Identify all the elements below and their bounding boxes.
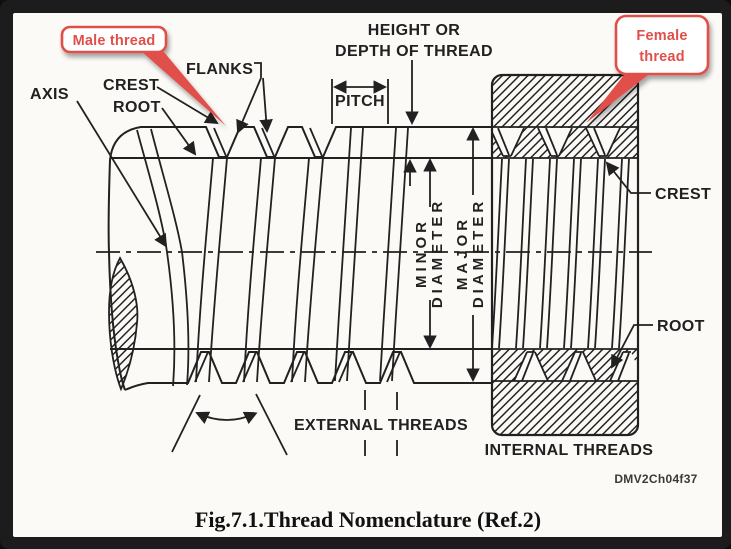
flanks-label: FLANKS xyxy=(186,61,253,78)
top-thread-profile xyxy=(140,126,492,158)
flanks-bracket xyxy=(254,62,262,78)
external-threads-ticks xyxy=(364,390,398,456)
female-thread-drawing xyxy=(490,73,640,437)
figure-caption: Fig.7.1.Thread Nomenclature (Ref.2) xyxy=(195,507,541,532)
flanks-arrow-2 xyxy=(259,77,273,134)
thread-angle-lines xyxy=(171,393,288,456)
axis-leader xyxy=(76,100,168,248)
external-threads-label: EXTERNAL THREADS xyxy=(294,417,468,434)
major-diameter-word1: MAJOR xyxy=(454,216,471,290)
thread-angle-arc xyxy=(195,411,258,425)
crest-left-leader xyxy=(156,86,219,125)
male-callout-box xyxy=(60,25,168,54)
male-callout-text: Male thread xyxy=(73,33,156,49)
crest-right-leader xyxy=(605,161,651,194)
female-callout-text-line2: thread xyxy=(639,49,685,65)
internal-threads-label: INTERNAL THREADS xyxy=(485,442,654,459)
female-callout-text-line1: Female xyxy=(636,28,687,44)
callouts: Male thread Female thread xyxy=(60,14,710,126)
internal-grooves-bottom xyxy=(514,352,638,381)
nut-block-outline xyxy=(490,73,640,437)
root-left-label: ROOT xyxy=(113,99,161,116)
height-label-line1: HEIGHT OR xyxy=(368,22,461,39)
axis-label: AXIS xyxy=(30,86,69,103)
root-left-leader xyxy=(161,107,197,156)
female-callout-arrow xyxy=(586,70,652,123)
internal-grooves-top xyxy=(492,128,620,156)
height-label-line2: DEPTH OF THREAD xyxy=(335,43,493,60)
pitch-label: PITCH xyxy=(335,93,385,110)
dimension-lines xyxy=(76,60,653,456)
minor-diameter-word1: MINOR xyxy=(413,218,430,288)
crest-left-label: CREST xyxy=(103,77,159,94)
root-right-label: ROOT xyxy=(657,318,705,335)
nut-hatch-bottom xyxy=(492,381,638,435)
watermark-text: DMV2Ch04f37 xyxy=(614,472,697,486)
female-callout-box xyxy=(614,14,710,76)
bottom-thread-profile xyxy=(124,351,492,391)
pitch-extension-lines xyxy=(331,79,389,124)
flanks-arrow-1 xyxy=(236,77,262,134)
minor-diameter-word2: DIAMETER xyxy=(429,198,446,308)
male-callout-arrow xyxy=(141,45,226,126)
major-diameter-word2: DIAMETER xyxy=(470,198,487,308)
root-right-leader xyxy=(611,324,653,369)
labels: AXIS CREST ROOT FLANKS HEIGHT OR DEPTH O… xyxy=(30,22,711,532)
crest-right-label: CREST xyxy=(655,186,711,203)
nut-hatch-top xyxy=(492,75,638,127)
